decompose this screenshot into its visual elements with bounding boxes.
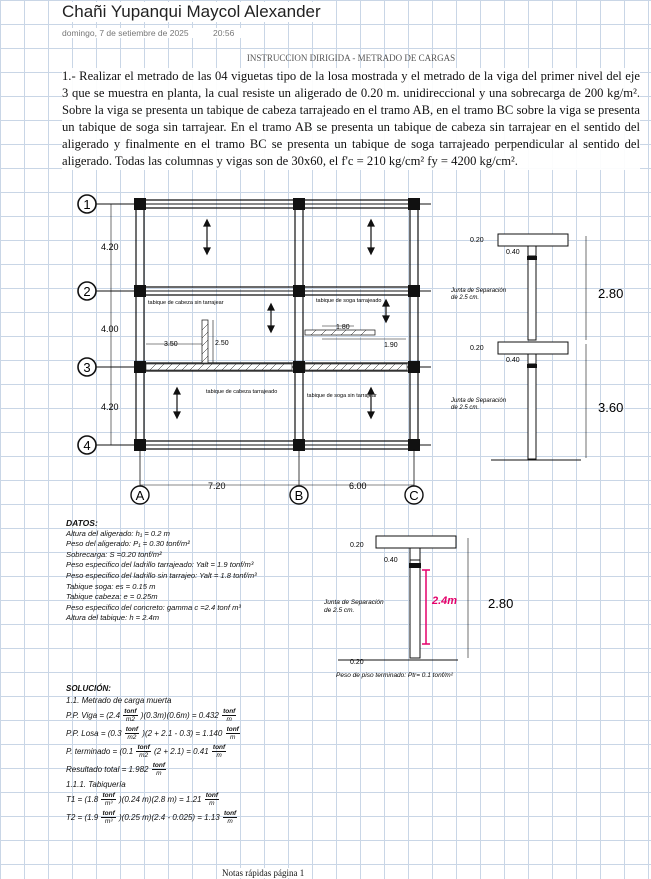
datos-line: Tabique cabeza: e = 0.25m [66, 592, 158, 602]
row-spacing-1: 4.20 [101, 242, 119, 252]
label-tab-cabeza-sin: tabique de cabeza sin tarrajear [148, 300, 224, 306]
cut-heading: INSTRUCCION DIRIGIDA - METRADO DE CARGAS [246, 54, 456, 62]
detail-web: 0.40 [384, 557, 398, 564]
detail-piso: Peso de piso terminado: Ptr= 0.1 tonf/m² [336, 672, 454, 679]
axis-A-bubble: A [130, 485, 150, 505]
axis-C-bubble: C [404, 485, 424, 505]
detail-h-280: 2.80 [488, 596, 513, 611]
dim-190: 1.90 [384, 342, 398, 349]
section-web-b: 0.40 [506, 357, 520, 364]
handwritten-height-mark [422, 569, 430, 645]
axis-2-bubble: 2 [77, 281, 97, 301]
col-spacing-2: 6.00 [349, 481, 367, 491]
dim-180: 1.80 [336, 324, 350, 331]
floor-plan: 1 2 3 4 [77, 194, 431, 505]
solucion-block: SOLUCIÓN: 1.1. Metrado de carga muerta P… [66, 683, 366, 827]
page-footer: Notas rápidas página 1 [222, 868, 305, 878]
detail-slab-bottom: 0.20 [350, 659, 364, 666]
section-slab-a: 0.20 [470, 237, 484, 244]
datos-block: DATOS: Altura del aligerado: h₁ = 0.2 m … [66, 518, 316, 624]
datos-line: Peso del aligerado: P₁ = 0.30 tonf/m² [66, 539, 190, 549]
label-tab-soga-sin: tabique de soga sin tarrajear [307, 393, 377, 399]
dim-250: 2.50 [215, 340, 229, 347]
svg-text:4: 4 [83, 438, 90, 453]
datos-line: Peso especifico del concreto: gamma c =2… [66, 602, 241, 612]
col-spacing-1: 7.20 [208, 481, 226, 491]
datos-line: Peso especifico del ladrillo tarrajeado:… [66, 560, 254, 570]
solucion-sub2: 1.1.1. Tabiquería [66, 780, 126, 789]
axis-1-label: 1 [83, 197, 90, 212]
svg-text:2: 2 [83, 284, 90, 299]
label-tab-soga-tar: tabique de soga tarrajeado [316, 298, 381, 304]
datos-line: Altura del tabique: h = 2.4m [66, 613, 160, 623]
page-date: domingo, 7 de setiembre de 2025 [62, 28, 189, 38]
section-slab-b: 0.20 [470, 345, 484, 352]
page-time: 20:56 [213, 28, 235, 38]
label-tab-cabeza-tar: tabique de cabeza tarrajeado [206, 389, 277, 395]
svg-text:B: B [295, 488, 304, 503]
svg-text:C: C [409, 488, 418, 503]
solucion-sub1: 1.1. Metrado de carga muerta [66, 696, 172, 705]
page-meta: domingo, 7 de setiembre de 2025 20:56 [62, 28, 257, 38]
slab-direction-arrows [173, 218, 390, 420]
dim-350: 3.50 [164, 341, 178, 348]
axis-1-bubble: 1 [77, 194, 97, 214]
detail-slab: 0.20 [350, 542, 364, 549]
page-title: Chañi Yupanqui Maycol Alexander [62, 2, 325, 22]
handwritten-2-4m: 2.4m [431, 595, 457, 607]
section-web-a: 0.40 [506, 249, 520, 256]
problem-statement: 1.- Realizar el metrado de las 04 viguet… [62, 68, 640, 170]
datos-heading: DATOS: [66, 518, 98, 528]
section-h-280: 2.80 [598, 286, 623, 301]
row-spacing-3: 4.20 [101, 402, 119, 412]
datos-line: Altura del aligerado: h₁ = 0.2 m [66, 528, 170, 538]
axis-3-bubble: 3 [77, 357, 97, 377]
section-h-360: 3.60 [598, 400, 623, 415]
solucion-heading: SOLUCIÓN: [66, 684, 111, 693]
datos-line: Tabique soga: es = 0.15 m [66, 581, 156, 591]
row-spacing-2: 4.00 [101, 324, 119, 334]
datos-line: Sobrecarga: S =0.20 tonf/m² [66, 549, 162, 559]
svg-text:A: A [136, 488, 145, 503]
datos-line: Peso especifico del ladrillo sin tarraje… [66, 570, 257, 580]
axis-4-bubble: 4 [77, 435, 97, 455]
axis-B-bubble: B [289, 485, 309, 505]
svg-text:3: 3 [83, 360, 90, 375]
